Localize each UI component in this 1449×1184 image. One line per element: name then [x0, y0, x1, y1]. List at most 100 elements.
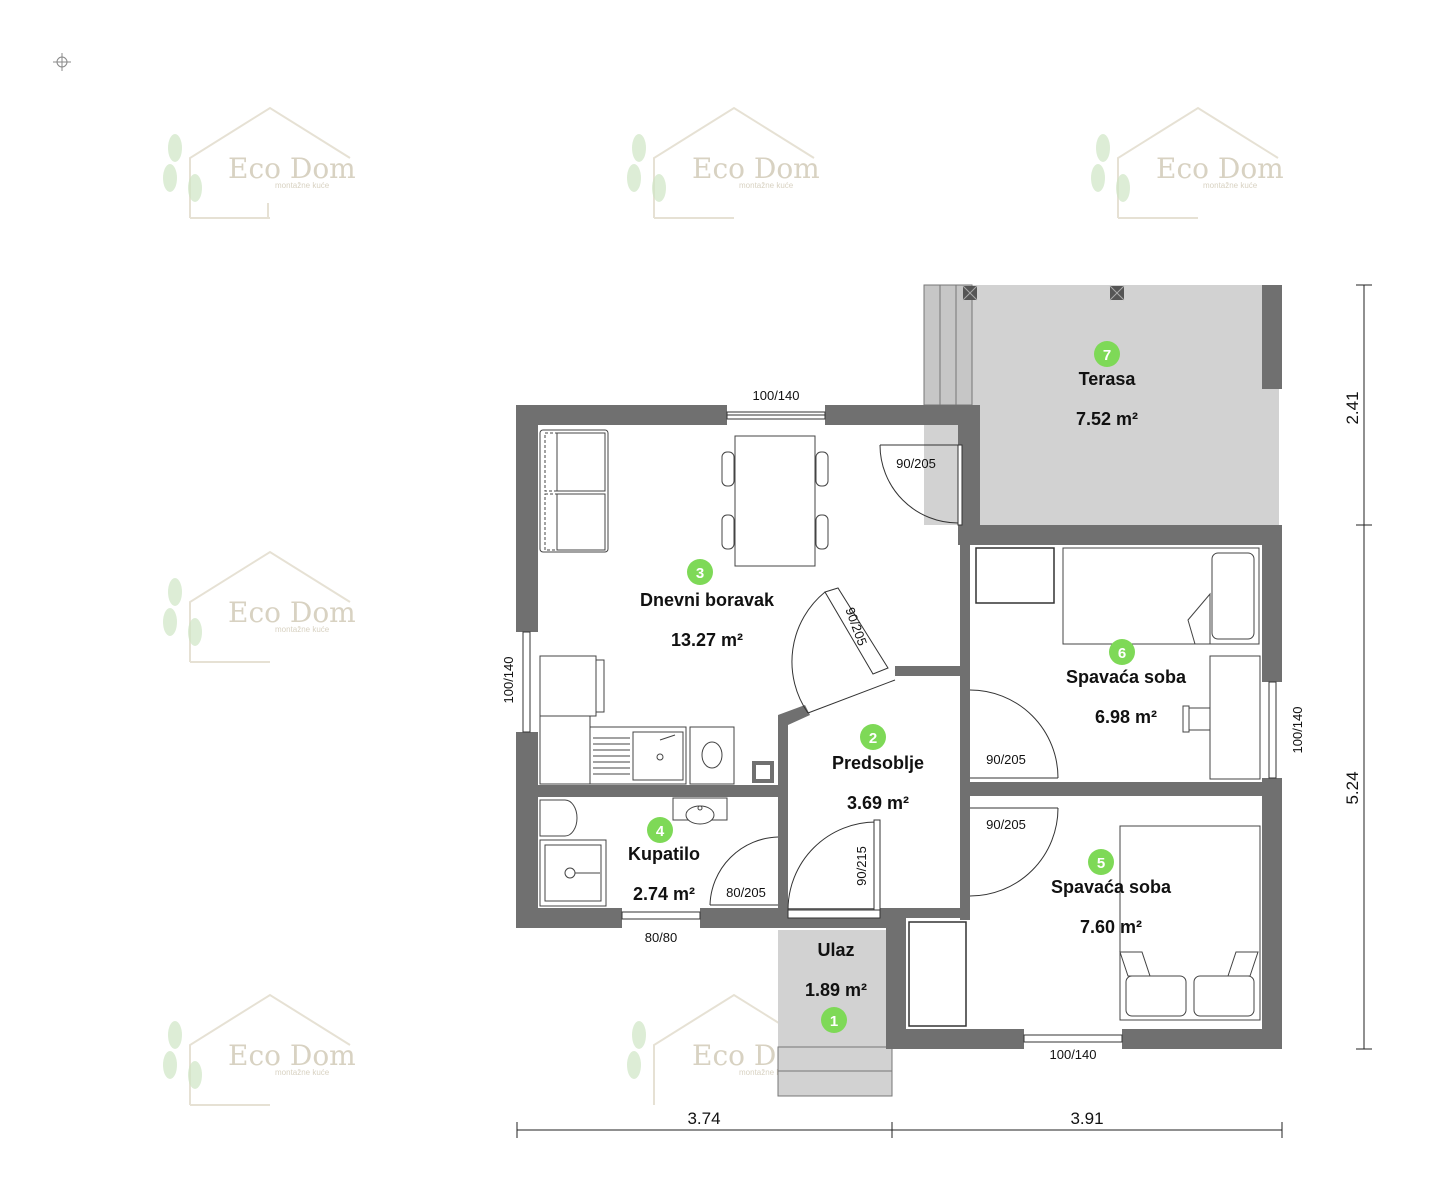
- door-bathroom: [709, 836, 779, 906]
- leaf-icon: [188, 1061, 202, 1089]
- watermark-sub: montažne kuće: [275, 181, 330, 190]
- watermark-brand: Eco Dom: [228, 152, 356, 185]
- room-name: Spavaća soba: [1066, 667, 1187, 687]
- room-area: 7.52 m²: [1076, 409, 1138, 429]
- kitchen-counter-icon: [539, 655, 735, 785]
- watermark-brand: Eco Dom: [228, 596, 356, 629]
- leaf-icon: [1091, 164, 1105, 192]
- door-entrance: [787, 819, 881, 919]
- dining-table-icon: [721, 435, 829, 567]
- watermark-brand: Eco Dom: [1156, 152, 1284, 185]
- room-number: 4: [656, 823, 665, 840]
- watermark-brand: Eco Dom: [692, 152, 820, 185]
- door-bedroom6: [969, 689, 1059, 779]
- dimension-bottom: [516, 1122, 1283, 1138]
- room-label-dnevni-boravak: 3 Dnevni boravak 13.27 m²: [640, 559, 775, 650]
- window-bedroom6-right: [1262, 681, 1282, 779]
- toilet-icon: [539, 799, 578, 837]
- room-area: 6.98 m²: [1095, 707, 1157, 727]
- dimension-label: 3.91: [1070, 1109, 1103, 1128]
- single-bed-icon: [1062, 547, 1260, 645]
- watermark: Eco Dom montažne kuće: [163, 550, 356, 663]
- door-size-label: 90/215: [854, 846, 869, 886]
- room-area: 2.74 m²: [633, 884, 695, 904]
- leaf-icon: [188, 618, 202, 646]
- window-bedroom5-bottom: [1023, 1029, 1123, 1049]
- room-area: 7.60 m²: [1080, 917, 1142, 937]
- window-size-label: 100/140: [1050, 1047, 1097, 1062]
- room-area: 1.89 m²: [805, 980, 867, 1000]
- watermark: Eco Dom montažne kuće: [1091, 106, 1284, 219]
- watermark: Eco Dom montažne kuće: [163, 106, 356, 219]
- watermark: Eco Dom montažne kuće: [627, 106, 820, 219]
- window-bathroom: [621, 908, 701, 928]
- leaf-icon: [632, 134, 646, 162]
- room-name: Dnevni boravak: [640, 590, 775, 610]
- terrace: [923, 284, 1282, 525]
- room-number: 3: [696, 565, 704, 582]
- dimension-label: 2.41: [1343, 391, 1362, 424]
- window-size-label: 100/140: [753, 388, 800, 403]
- room-name: Kupatilo: [628, 844, 700, 864]
- room-label-kupatilo: 4 Kupatilo 2.74 m²: [628, 817, 700, 904]
- leaf-icon: [652, 174, 666, 202]
- room-label-spavaca-soba-6: 6 Spavaća soba 6.98 m²: [1066, 639, 1187, 727]
- dimension-label: 3.74: [687, 1109, 720, 1128]
- room-name: Spavaća soba: [1051, 877, 1172, 897]
- window-living-top: [726, 405, 826, 425]
- room-number-badge: [860, 724, 886, 750]
- watermark: Eco Dom montažne kuće: [163, 993, 356, 1106]
- room-number-badge: [821, 1007, 847, 1033]
- room-label-terasa: 7 Terasa 7.52 m²: [1076, 341, 1138, 429]
- door-living: [791, 587, 896, 714]
- room-number-badge: [1094, 341, 1120, 367]
- watermark-brand: Eco Dom: [228, 1039, 356, 1072]
- room-number: 1: [830, 1013, 838, 1030]
- room-number-badge: [1088, 849, 1114, 875]
- window-size-label: 80/80: [645, 930, 678, 945]
- watermark-sub: montažne kuće: [1203, 181, 1258, 190]
- leaf-icon: [632, 1021, 646, 1049]
- room-area: 13.27 m²: [671, 630, 743, 650]
- room-name: Terasa: [1079, 369, 1137, 389]
- door-bedroom5: [969, 807, 1059, 897]
- leaf-icon: [1116, 174, 1130, 202]
- window-size-label: 100/140: [501, 657, 516, 704]
- compass-icon: [53, 53, 71, 71]
- room-number-badge: [687, 559, 713, 585]
- door-size-label: 80/205: [726, 885, 766, 900]
- leaf-icon: [1096, 134, 1110, 162]
- wardrobe-icon: [975, 547, 1055, 604]
- door-terrace: [879, 444, 963, 526]
- door-size-label: 90/205: [986, 752, 1026, 767]
- dimension-right: [1356, 284, 1372, 1050]
- room-number-badge: [1109, 639, 1135, 665]
- leaf-icon: [627, 1051, 641, 1079]
- door-size-label: 90/205: [896, 456, 936, 471]
- room-number-badge: [647, 817, 673, 843]
- watermark-sub: montažne kuće: [275, 1068, 330, 1077]
- sofa-icon: [539, 429, 609, 553]
- watermark-group: Eco Dom montažne kuće Eco Dom montažne k…: [163, 106, 1284, 1106]
- leaf-icon: [627, 164, 641, 192]
- leaf-icon: [188, 174, 202, 202]
- window-living-left: [516, 631, 538, 733]
- room-name: Ulaz: [817, 940, 854, 960]
- desk-icon: [1182, 655, 1261, 780]
- room-number: 7: [1103, 347, 1111, 364]
- watermark-sub: montažne kuće: [739, 1068, 794, 1077]
- room-label-predsoblje: 2 Predsoblje 3.69 m²: [832, 724, 924, 813]
- room-number: 6: [1118, 645, 1126, 662]
- door-size-label: 90/205: [986, 817, 1026, 832]
- window-size-label: 100/140: [1290, 707, 1305, 754]
- leaf-icon: [163, 608, 177, 636]
- room-label-spavaca-soba-5: 5 Spavaća soba 7.60 m²: [1051, 849, 1172, 937]
- shower-icon: [539, 839, 607, 907]
- leaf-icon: [168, 1021, 182, 1049]
- washbasin-icon: [672, 797, 728, 825]
- room-label-ulaz: Ulaz 1.89 m² 1: [805, 940, 867, 1033]
- watermark-sub: montažne kuće: [739, 181, 794, 190]
- room-name: Predsoblje: [832, 753, 924, 773]
- dimension-label: 5.24: [1343, 771, 1362, 804]
